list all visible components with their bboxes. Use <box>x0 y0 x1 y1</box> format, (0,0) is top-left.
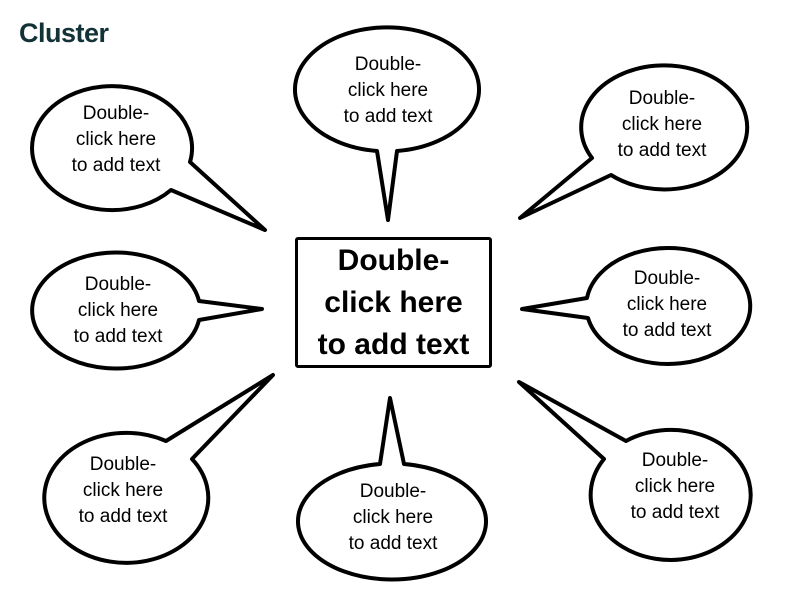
speech-bubble-bottom-left[interactable] <box>42 373 275 565</box>
speech-bubble-top-right[interactable] <box>518 63 750 220</box>
speech-bubble-bottom-right[interactable] <box>517 380 753 562</box>
center-topic-box[interactable]: Double- click here to add text <box>295 237 492 368</box>
bubble-text-top-right[interactable]: Double- click here to add text <box>617 88 707 161</box>
bubble-text-bottom-center[interactable]: Double- click here to add text <box>348 481 438 554</box>
speech-bubble-top-left[interactable] <box>30 84 267 232</box>
bubble-text-bottom-right[interactable]: Double- click here to add text <box>630 450 720 523</box>
speech-bubble-top-center[interactable] <box>293 25 481 222</box>
bubble-text-top-left[interactable]: Double- click here to add text <box>71 103 161 176</box>
page-title: Cluster <box>19 18 109 48</box>
speech-bubble-bottom-center[interactable] <box>296 396 488 582</box>
center-topic-text[interactable]: Double- click here to add text <box>317 243 470 361</box>
bubble-text-middle-right[interactable]: Double- click here to add text <box>622 268 712 341</box>
bubble-text-bottom-left[interactable]: Double- click here to add text <box>78 454 168 527</box>
bubble-text-middle-left[interactable]: Double- click here to add text <box>73 274 163 347</box>
speech-bubble-middle-left[interactable] <box>30 250 264 371</box>
bubble-text-top-center[interactable]: Double- click here to add text <box>343 54 433 127</box>
speech-bubble-middle-right[interactable] <box>520 246 753 366</box>
